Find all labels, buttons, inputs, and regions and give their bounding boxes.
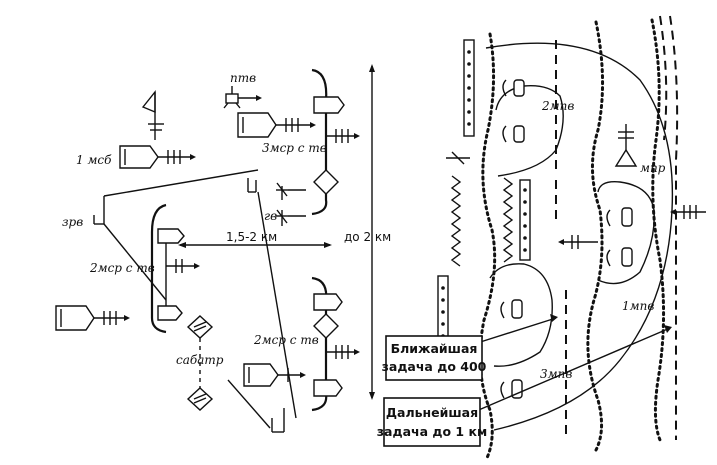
antitank-platoon-icon [223,86,262,109]
msb1-vehicle-icon [119,145,196,169]
msb1-label: 1 мсб [76,153,112,167]
link-line [227,379,271,429]
frontage-label: 1,5-2 км [226,230,277,244]
depth-label: до 2 км [344,230,391,244]
msr3-position [311,68,360,216]
far-task-line2: задача до 1 км [377,424,487,439]
link-line [103,223,167,301]
far-task-arrow [473,327,671,413]
near-task-line2: задача до 400 [382,359,487,374]
far-task-box: Дальнейшая задача до 1 км [377,397,487,447]
grenade-launcher-icon [276,182,306,226]
dashed-boundary [659,15,668,141]
air-defense-platoon-icon [93,196,105,225]
reserve-vehicle-icon [55,305,130,331]
artillery-battery-icon [186,315,214,411]
near-task-arrow [473,317,557,345]
msr2-left-label: 2мср с тв [89,261,155,275]
link-line [257,191,297,419]
enemy-position-1mpv [597,181,655,285]
enemy-outer-outline [485,42,674,431]
frontage-arrow [178,242,332,248]
gv-flag-icon [247,178,257,193]
near-task-box: Ближайшая задача до 400 [382,335,487,381]
mpv1-label: 1мпв [622,299,654,313]
bottom-flag-icon [271,408,285,433]
enemy-front-line-3 [650,18,666,442]
msr2-bottom-position [311,276,360,412]
msr2-vehicle-icon [243,363,306,387]
enemy-weapon-icon [558,205,706,249]
msr3-label: 3мср с тв [262,141,327,155]
msr2-left-position [150,203,200,334]
wire-obstacle-icon [446,151,514,267]
sabatr-label: сабатр [176,353,224,367]
dashed-boundary [669,15,679,440]
ptv-label: птв [230,71,256,85]
enemy-position-3mpv [489,263,553,367]
gv-label: гв [264,209,277,223]
mpv2-label: 2мпв [541,99,574,113]
mpv3-label: 3мпв [540,367,572,381]
msr2-bottom-label: 2мср с тв [253,333,319,347]
enemy-front-line-1 [478,32,497,462]
enemy-vehicle-icon [500,79,633,399]
mpr-icon [614,124,638,167]
depth-arrow [369,64,375,400]
enemy-position-2mpv [495,85,564,177]
command-flag-icon [141,90,164,140]
zrv-label: зрв [62,215,83,229]
near-task-line1: Ближайшая [391,341,478,356]
minefield-icon [437,39,531,361]
enemy-front-line-2 [586,20,605,452]
far-task-line1: Дальнейшая [386,405,478,420]
mpr-label: мпр [640,161,666,175]
boundary-line [103,169,259,197]
tank-unit-icon [237,112,316,138]
